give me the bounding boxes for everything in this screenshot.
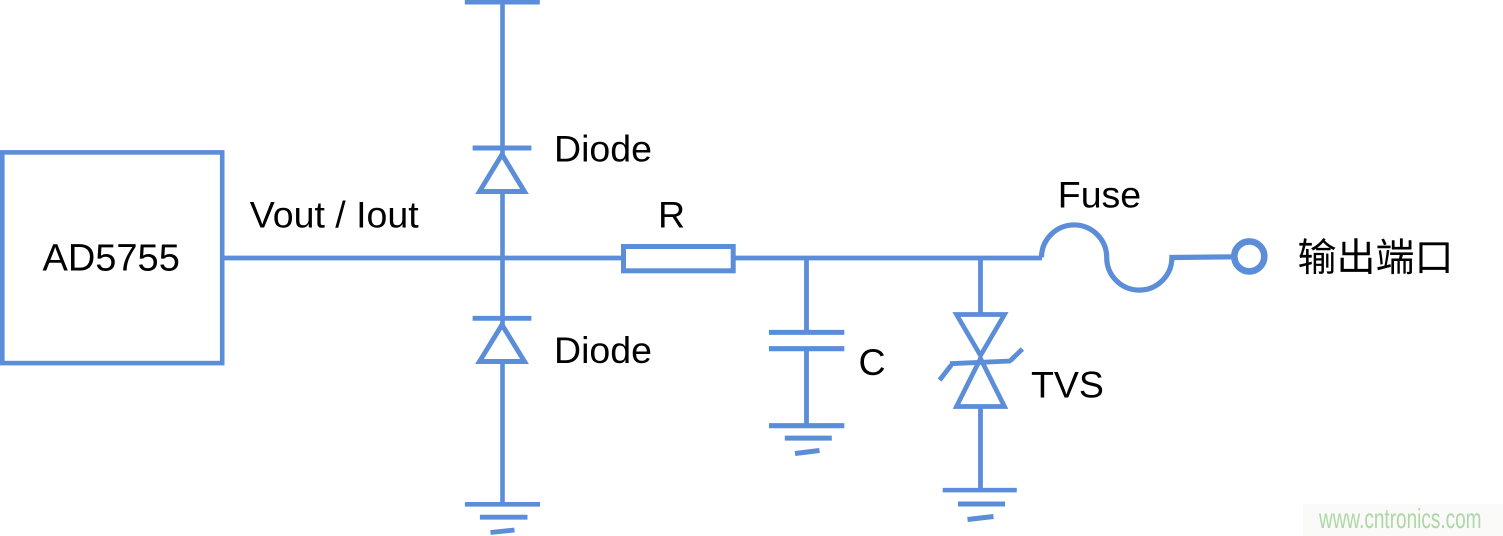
svg-text:Vout / Iout: Vout / Iout bbox=[250, 194, 419, 236]
svg-text:AD5755: AD5755 bbox=[43, 238, 180, 280]
svg-text:TVS: TVS bbox=[1031, 363, 1104, 405]
svg-text:C: C bbox=[859, 341, 886, 383]
svg-text:Diode: Diode bbox=[554, 128, 652, 170]
svg-text:Diode: Diode bbox=[554, 329, 652, 371]
svg-text:R: R bbox=[658, 194, 685, 236]
svg-text:www.cntronics.com: www.cntronics.com bbox=[1318, 503, 1481, 534]
svg-text:Fuse: Fuse bbox=[1058, 173, 1141, 215]
